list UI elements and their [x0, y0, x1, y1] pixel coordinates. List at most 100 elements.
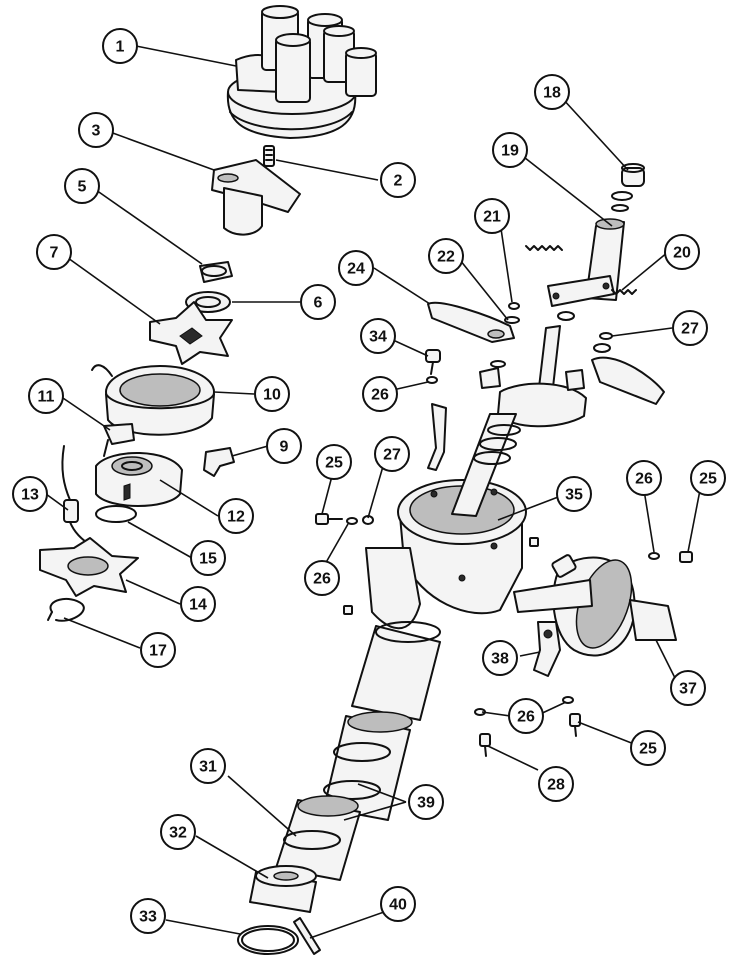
callout-12: 12: [218, 498, 254, 534]
callout-26: 26: [304, 560, 340, 596]
callout-25: 25: [316, 444, 352, 480]
callout-17: 17: [140, 632, 176, 668]
callout-39: 39: [408, 784, 444, 820]
callout-layer: 1235679101112131415171819202122242525252…: [12, 28, 726, 934]
callout-circle: [304, 560, 340, 596]
drive-dog: [249, 865, 317, 913]
callout-circle: [630, 730, 666, 766]
cam-circlip: [611, 191, 633, 212]
callout-19: 19: [492, 132, 528, 168]
callout-10: 10: [254, 376, 290, 412]
screw-25a: [315, 513, 374, 525]
callout-33: 33: [130, 898, 166, 934]
callout-18: 18: [534, 74, 570, 110]
callout-number: 26: [313, 571, 331, 588]
callout-circle: [254, 376, 290, 412]
snap-ring: [47, 597, 85, 622]
callout-circle: [190, 748, 226, 784]
pickup-ring: [91, 364, 215, 436]
callout-number: 3: [92, 123, 101, 140]
drive-pin: [293, 917, 321, 955]
callout-38: 38: [482, 640, 518, 676]
carbon-brush: [263, 145, 275, 167]
callout-number: 31: [199, 759, 217, 776]
rotor-arm: [211, 159, 301, 236]
callout-number: 24: [347, 261, 365, 278]
callout-circle: [492, 132, 528, 168]
callout-number: 25: [699, 471, 717, 488]
vacuum-unit: [513, 554, 677, 657]
callout-7: 7: [36, 234, 72, 270]
callout-number: 26: [371, 387, 389, 404]
callout-9: 9: [266, 428, 302, 464]
callout-circle: [626, 460, 662, 496]
callout-27: 27: [374, 436, 410, 472]
callout-14: 14: [180, 586, 216, 622]
callout-circle: [380, 886, 416, 922]
centrifugal-shaft: [479, 325, 587, 428]
callout-number: 6: [314, 295, 323, 312]
callout-circle: [180, 586, 216, 622]
callout-number: 11: [38, 389, 55, 406]
advance-weight-right: [591, 332, 665, 405]
vacuum-screws: [474, 551, 693, 757]
callout-circle: [130, 898, 166, 934]
cam-sleeve: [547, 218, 625, 307]
callout-number: 40: [389, 897, 407, 914]
callout-number: 18: [543, 85, 561, 102]
o-ring: [95, 505, 137, 523]
callout-13: 13: [12, 476, 48, 512]
retaining-clip: [103, 423, 135, 457]
distributor-cap: [226, 5, 377, 139]
callout-number: 34: [369, 329, 387, 346]
callout-circle: [140, 632, 176, 668]
callout-circle: [408, 784, 444, 820]
callout-number: 25: [325, 455, 343, 472]
callout-number: 26: [517, 709, 535, 726]
callout-3: 3: [78, 112, 114, 148]
callout-circle: [534, 74, 570, 110]
vacuum-link: [533, 621, 561, 677]
bush: [199, 261, 233, 283]
callout-11: 11: [28, 378, 64, 414]
callout-number: 19: [501, 143, 519, 160]
callout-number: 13: [21, 487, 39, 504]
spring-clip: [427, 403, 447, 471]
advance-weight-left: [427, 301, 515, 343]
callout-number: 12: [227, 509, 245, 526]
washer-26a: [426, 376, 438, 384]
callout-35: 35: [556, 476, 592, 512]
callout-number: 37: [679, 681, 697, 698]
callout-number: 1: [116, 39, 125, 56]
callout-26: 26: [362, 376, 398, 412]
callout-number: 9: [280, 439, 289, 456]
callout-circle: [36, 234, 72, 270]
drive-shaft: [451, 413, 521, 517]
callout-circle: [672, 310, 708, 346]
callout-21: 21: [474, 198, 510, 234]
callout-6: 6: [300, 284, 336, 320]
callout-37: 37: [670, 670, 706, 706]
callout-number: 38: [491, 651, 509, 668]
callout-number: 26: [635, 471, 653, 488]
reluctor: [95, 451, 183, 507]
callout-circle: [338, 250, 374, 286]
callout-number: 39: [417, 795, 435, 812]
cam-felt: [621, 163, 645, 187]
callout-circle: [28, 378, 64, 414]
callout-circle: [190, 540, 226, 576]
loose-nuts: [343, 537, 539, 615]
callout-28: 28: [538, 766, 574, 802]
callout-circle: [508, 698, 544, 734]
callout-25: 25: [690, 460, 726, 496]
callout-number: 27: [383, 447, 401, 464]
callout-number: 35: [565, 487, 583, 504]
callout-40: 40: [380, 886, 416, 922]
callout-circle: [538, 766, 574, 802]
distributor-housing: [365, 479, 527, 630]
callout-circle: [362, 376, 398, 412]
callout-circle: [218, 498, 254, 534]
callout-circle: [482, 640, 518, 676]
callout-circle: [664, 234, 700, 270]
callout-20: 20: [664, 234, 700, 270]
